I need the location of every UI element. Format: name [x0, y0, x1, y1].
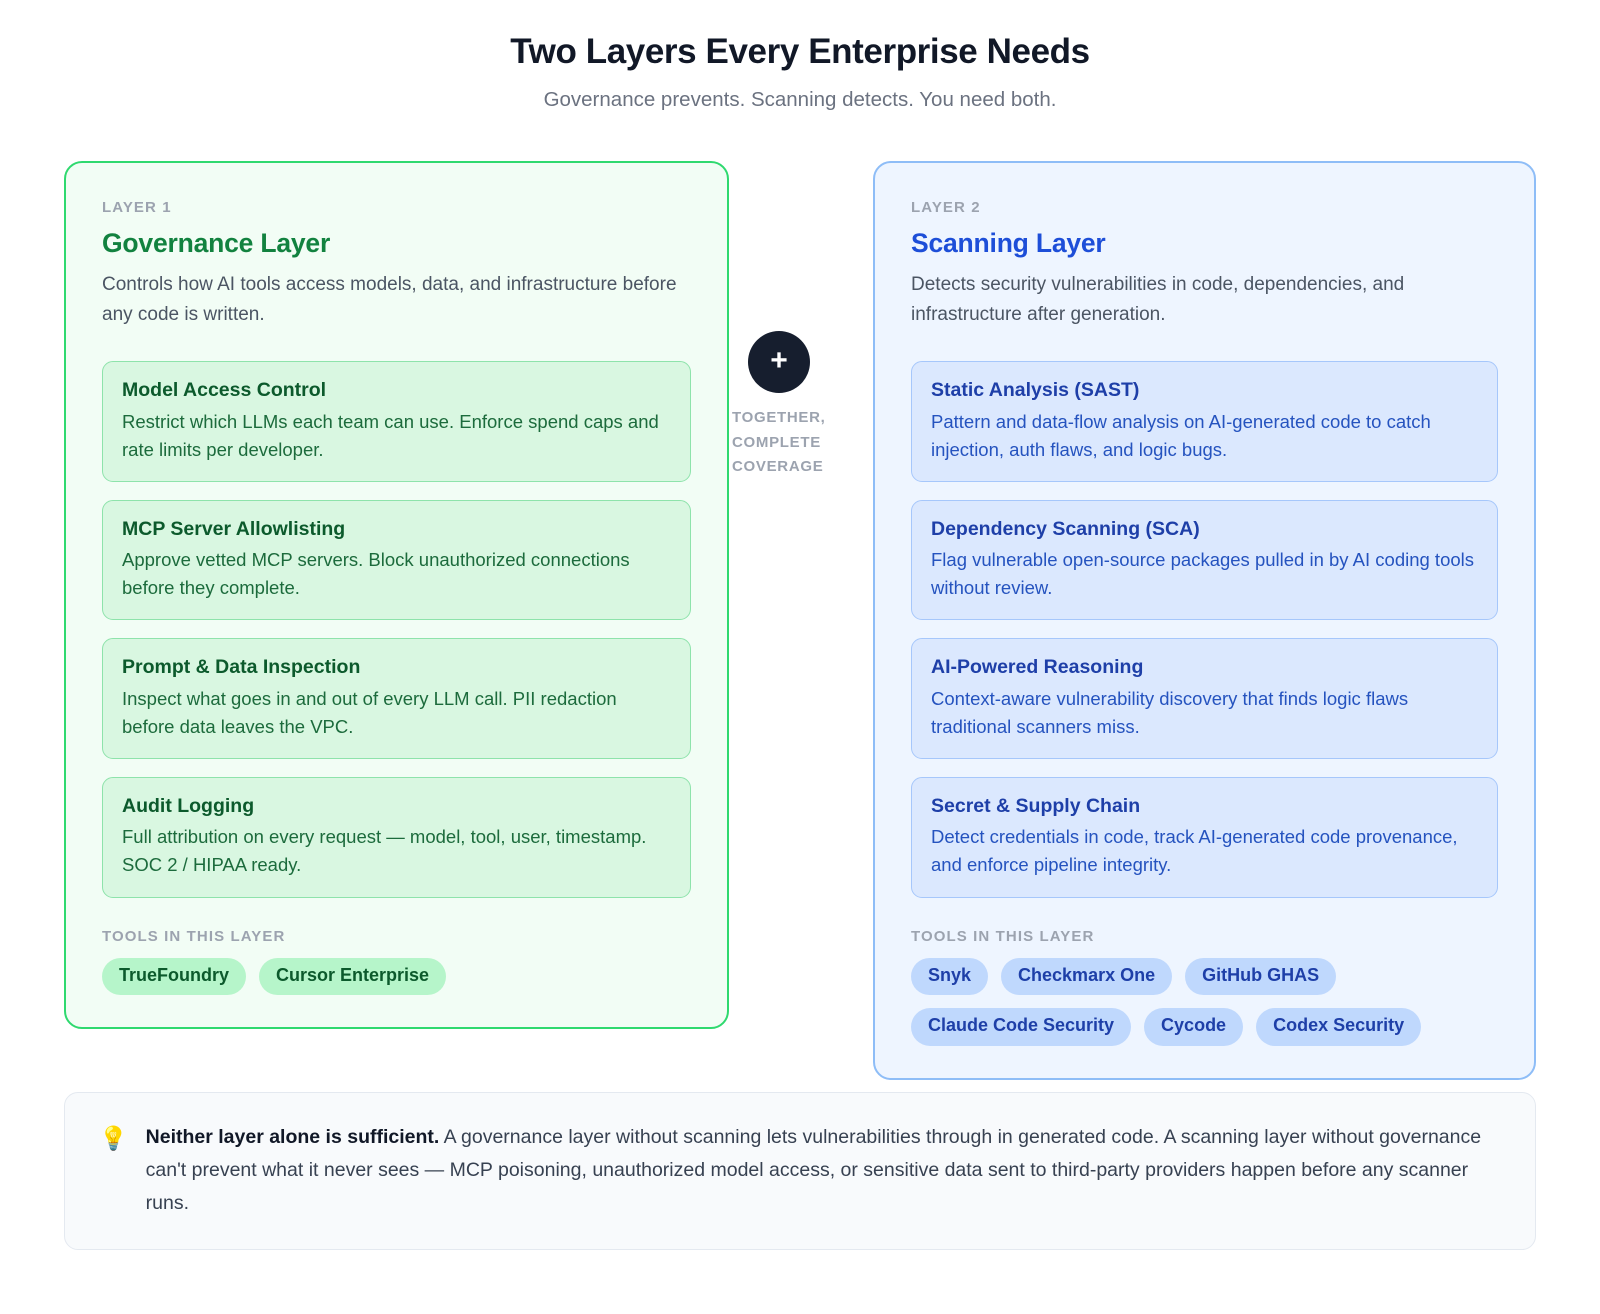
scanning-feature-list: Static Analysis (SAST) Pattern and data-… [911, 361, 1498, 898]
feature-card: Audit Logging Full attribution on every … [102, 777, 691, 898]
governance-layer-description: Controls how AI tools access models, dat… [102, 274, 677, 326]
feature-card: Static Analysis (SAST) Pattern and data-… [911, 361, 1498, 482]
page-title: Two Layers Every Enterprise Needs [510, 32, 1090, 71]
feature-description: Context-aware vulnerability discovery th… [931, 687, 1409, 737]
callout-lead: Neither layer alone is sufficient. [145, 1126, 440, 1148]
feature-description: Approve vetted MCP servers. Block unauth… [122, 549, 630, 599]
feature-card: Dependency Scanning (SCA) Flag vulnerabl… [911, 499, 1498, 621]
feature-description: Full attribution on every request — mode… [122, 826, 647, 876]
callout-box: 💡 Neither layer alone is sufficient. A g… [64, 1092, 1536, 1251]
plus-icon: + [748, 331, 810, 394]
scanning-layer-eyebrow: LAYER 2 [911, 199, 981, 217]
feature-card: Prompt & Data Inspection Inspect what go… [102, 638, 691, 760]
feature-description: Restrict which LLMs each team can use. E… [122, 410, 659, 460]
feature-card: MCP Server Allowlisting Approve vetted M… [102, 499, 691, 621]
layers-connector: + TOGETHER, COMPLETE COVERAGE [728, 331, 830, 479]
tool-chip[interactable]: Cursor Enterprise [259, 957, 447, 996]
governance-feature-list: Model Access Control Restrict which LLMs… [102, 361, 691, 898]
tool-chip[interactable]: Snyk [911, 957, 989, 996]
governance-tool-chips: TrueFoundry Cursor Enterprise [102, 957, 691, 996]
feature-title: AI-Powered Reasoning [931, 656, 1144, 679]
tool-chip[interactable]: Codex Security [1256, 1008, 1422, 1046]
governance-layer-card: LAYER 1 Governance Layer Controls how AI… [64, 161, 729, 1030]
feature-description: Inspect what goes in and out of every LL… [122, 687, 617, 737]
tool-chip[interactable]: Cycode [1144, 1008, 1244, 1046]
feature-description: Flag vulnerable open-source packages pul… [931, 549, 1475, 599]
governance-tools-label: TOOLS IN THIS LAYER [102, 927, 286, 945]
tool-chip[interactable]: TrueFoundry [102, 957, 247, 996]
feature-card: Secret & Supply Chain Detect credentials… [911, 777, 1498, 898]
feature-description: Detect credentials in code, track AI-gen… [931, 826, 1458, 876]
governance-layer-title: Governance Layer [102, 228, 331, 259]
page-subtitle: Governance prevents. Scanning detects. Y… [543, 87, 1057, 111]
feature-title: Dependency Scanning (SCA) [931, 517, 1200, 540]
lightbulb-icon: 💡 [99, 1125, 128, 1151]
scanning-layer-description: Detects security vulnerabilities in code… [911, 274, 1405, 326]
scanning-tool-chips: Snyk Checkmarx One GitHub GHAS Claude Co… [911, 957, 1498, 1046]
feature-title: Audit Logging [122, 795, 255, 818]
feature-card: AI-Powered Reasoning Context-aware vulne… [911, 638, 1498, 760]
feature-title: MCP Server Allowlisting [122, 517, 346, 540]
feature-title: Static Analysis (SAST) [931, 379, 1140, 402]
feature-title: Prompt & Data Inspection [122, 656, 361, 679]
tool-chip[interactable]: GitHub GHAS [1185, 957, 1337, 996]
governance-layer-eyebrow: LAYER 1 [102, 199, 172, 217]
feature-title: Secret & Supply Chain [931, 795, 1141, 818]
callout-body: A governance layer without scanning lets… [145, 1126, 1482, 1214]
tool-chip[interactable]: Checkmarx One [1001, 957, 1173, 996]
page-header: Two Layers Every Enterprise Needs Govern… [0, 0, 1600, 113]
tool-chip[interactable]: Claude Code Security [911, 1008, 1132, 1046]
feature-card: Model Access Control Restrict which LLMs… [102, 361, 691, 482]
feature-description: Pattern and data-flow analysis on AI-gen… [931, 410, 1431, 460]
scanning-layer-card: LAYER 2 Scanning Layer Detects security … [873, 161, 1536, 1080]
connector-label: TOGETHER, COMPLETE COVERAGE [732, 409, 826, 475]
scanning-layer-title: Scanning Layer [911, 228, 1106, 259]
callout-text: Neither layer alone is sufficient. A gov… [146, 1121, 1501, 1219]
feature-title: Model Access Control [122, 379, 327, 402]
layers-columns: LAYER 1 Governance Layer Controls how AI… [0, 161, 1600, 1080]
scanning-tools-label: TOOLS IN THIS LAYER [911, 927, 1095, 945]
